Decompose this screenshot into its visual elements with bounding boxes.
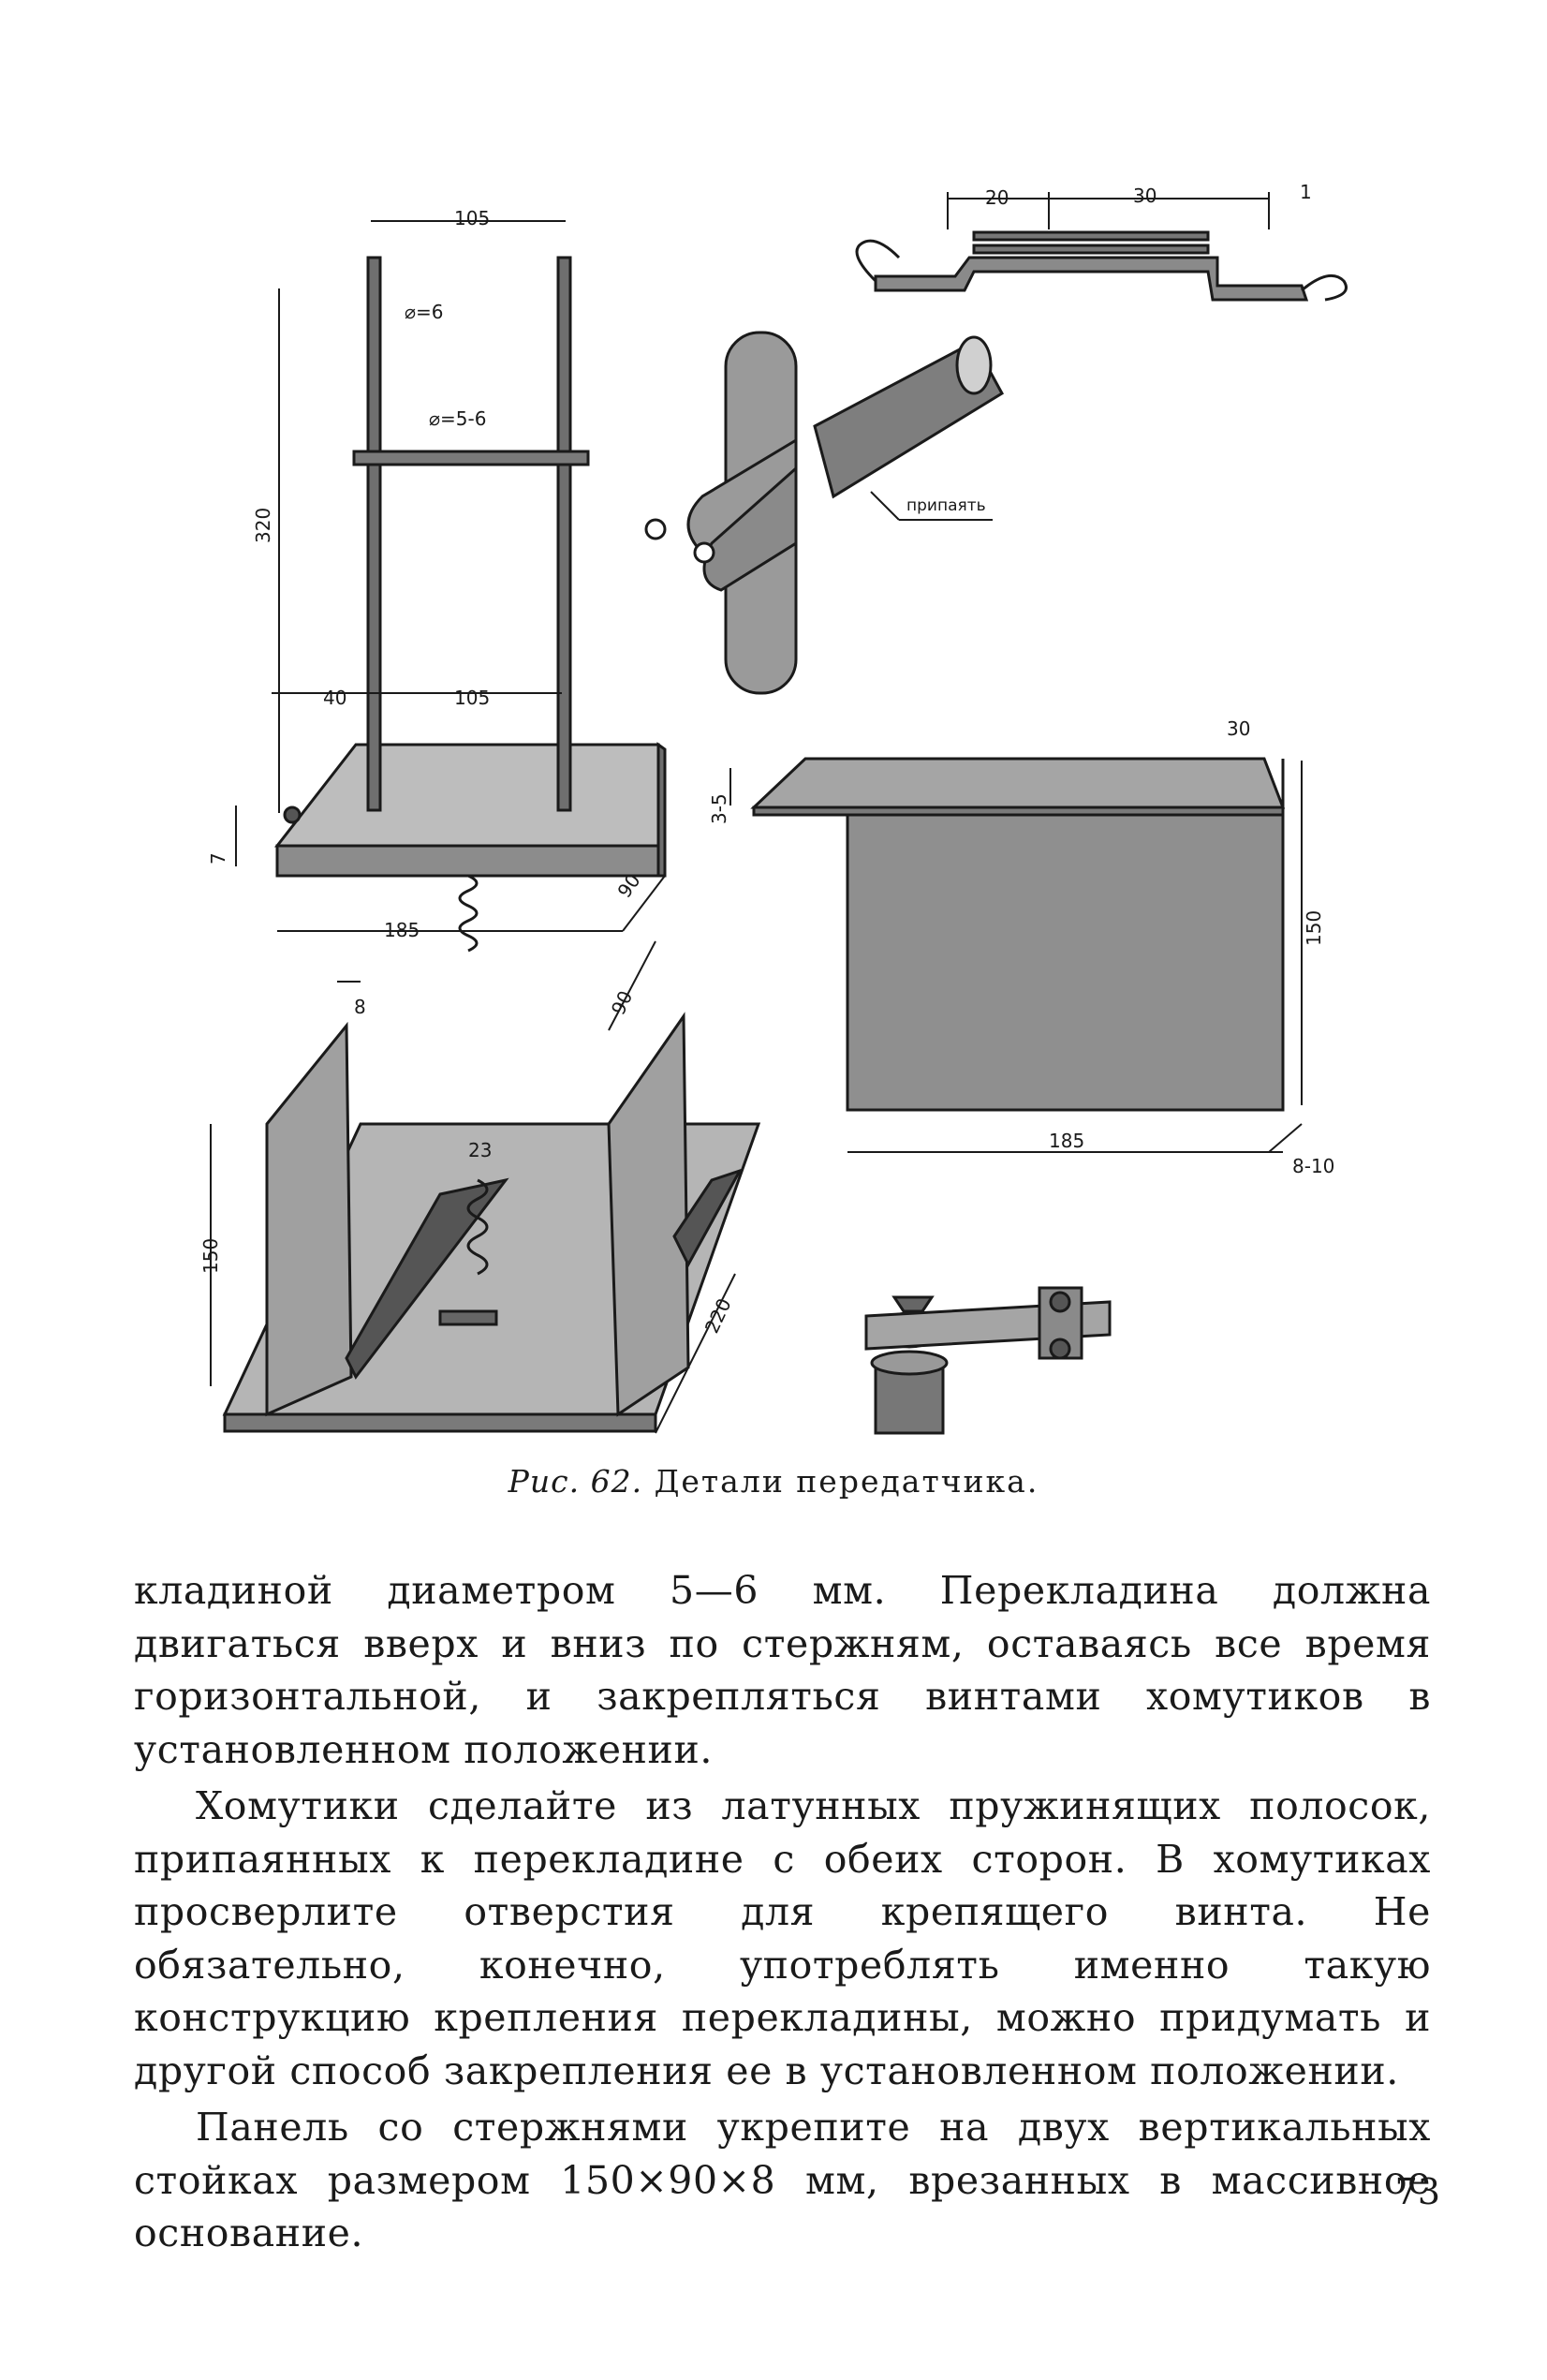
figure-number: Рис. 62. [508, 1463, 643, 1500]
paragraph-2: Хомутики сделайте из латунных пружинящих… [134, 1783, 1431, 2093]
paragraph-1: кладиной диаметром 5—6 мм. Перекладина д… [134, 1568, 1431, 1772]
figure-62: 105 ⌀=6 ⌀=5-6 320 40 105 7 90 185 20 30 … [199, 181, 1348, 1435]
dim-base-width: 185 [384, 919, 420, 941]
dim-panel-width: 185 [1049, 1130, 1084, 1152]
dim-post-thickness: 8 [354, 996, 366, 1018]
bent-panel-drawing [729, 757, 1303, 1153]
dim-big-base-depth: 220 [700, 1294, 736, 1337]
dim-solder-label: припаять [906, 496, 986, 515]
dim-rod-diameter: ⌀=6 [405, 301, 444, 323]
dim-clamp-1: 1 [1300, 181, 1312, 203]
dim-post-height: 150 [199, 1238, 222, 1274]
dim-panel-offset: 8-10 [1292, 1155, 1334, 1177]
dim-stand-top-width: 105 [454, 207, 490, 229]
rod-clamp-drawing [644, 331, 1005, 695]
dim-panel-flange: 30 [1227, 717, 1250, 740]
figure-caption: Рис. 62. Детали передатчика. [0, 1463, 1547, 1500]
dim-coil-spacing: 23 [468, 1139, 492, 1161]
dim-spacing-105: 105 [454, 687, 490, 709]
body-text: кладиной диаметром 5—6 мм. Перекладина д… [134, 1564, 1431, 2260]
dim-panel-height: 150 [1303, 910, 1325, 946]
figure-drawings: 105 ⌀=6 ⌀=5-6 320 40 105 7 90 185 20 30 … [199, 181, 1348, 1435]
dim-post-width: 90 [607, 987, 638, 1018]
dim-stand-height: 320 [252, 508, 274, 543]
figure-title: Детали передатчика. [654, 1463, 1039, 1500]
paragraph-3: Панель со стержнями укрепите на двух вер… [134, 2105, 1431, 2255]
dim-offset-40: 40 [323, 687, 346, 709]
rod-stand-drawing [235, 220, 667, 953]
dim-panel-thickness: 3-5 [708, 793, 730, 824]
page-number: 73 [1394, 2171, 1440, 2212]
insulator-drawing [864, 1286, 1112, 1435]
dim-base-thickness: 7 [207, 852, 229, 865]
spring-clip-drawing [855, 192, 1348, 302]
post-base-drawing [210, 940, 761, 1434]
dim-clamp-30: 30 [1133, 185, 1157, 207]
dim-clamp-20: 20 [985, 186, 1009, 209]
dim-crossbar-diameter: ⌀=5-6 [429, 407, 486, 430]
